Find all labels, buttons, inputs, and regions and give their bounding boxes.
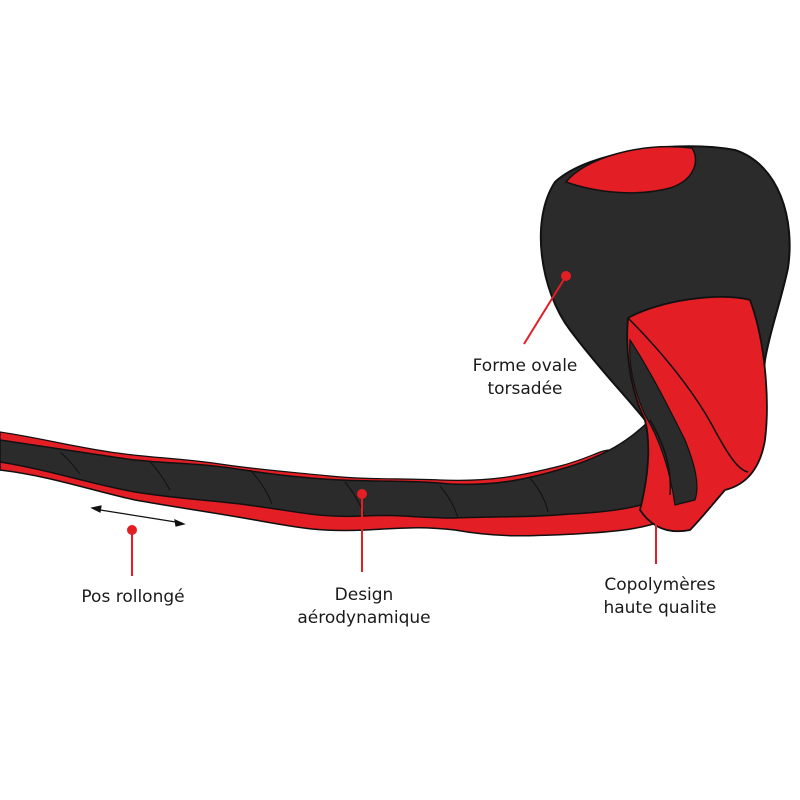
- tail-twist-lines: [59, 451, 549, 519]
- callout-design-label: Design aérodynamique: [297, 585, 431, 628]
- head-red-cap: [564, 146, 697, 194]
- neck-outline-arcs: [627, 317, 749, 496]
- double-arrow-icon: [90, 505, 186, 527]
- tail-dark-core: [0, 418, 673, 519]
- callout-leaders: [127, 271, 661, 576]
- callout-copolymeres-label: Copolymères haute qualite: [603, 575, 717, 618]
- callout-forme-ovale-label: Forme ovale torsadée: [472, 356, 578, 399]
- neck-dark-stripe: [629, 338, 698, 506]
- callout-pos-label: Pos rollongé: [81, 587, 185, 607]
